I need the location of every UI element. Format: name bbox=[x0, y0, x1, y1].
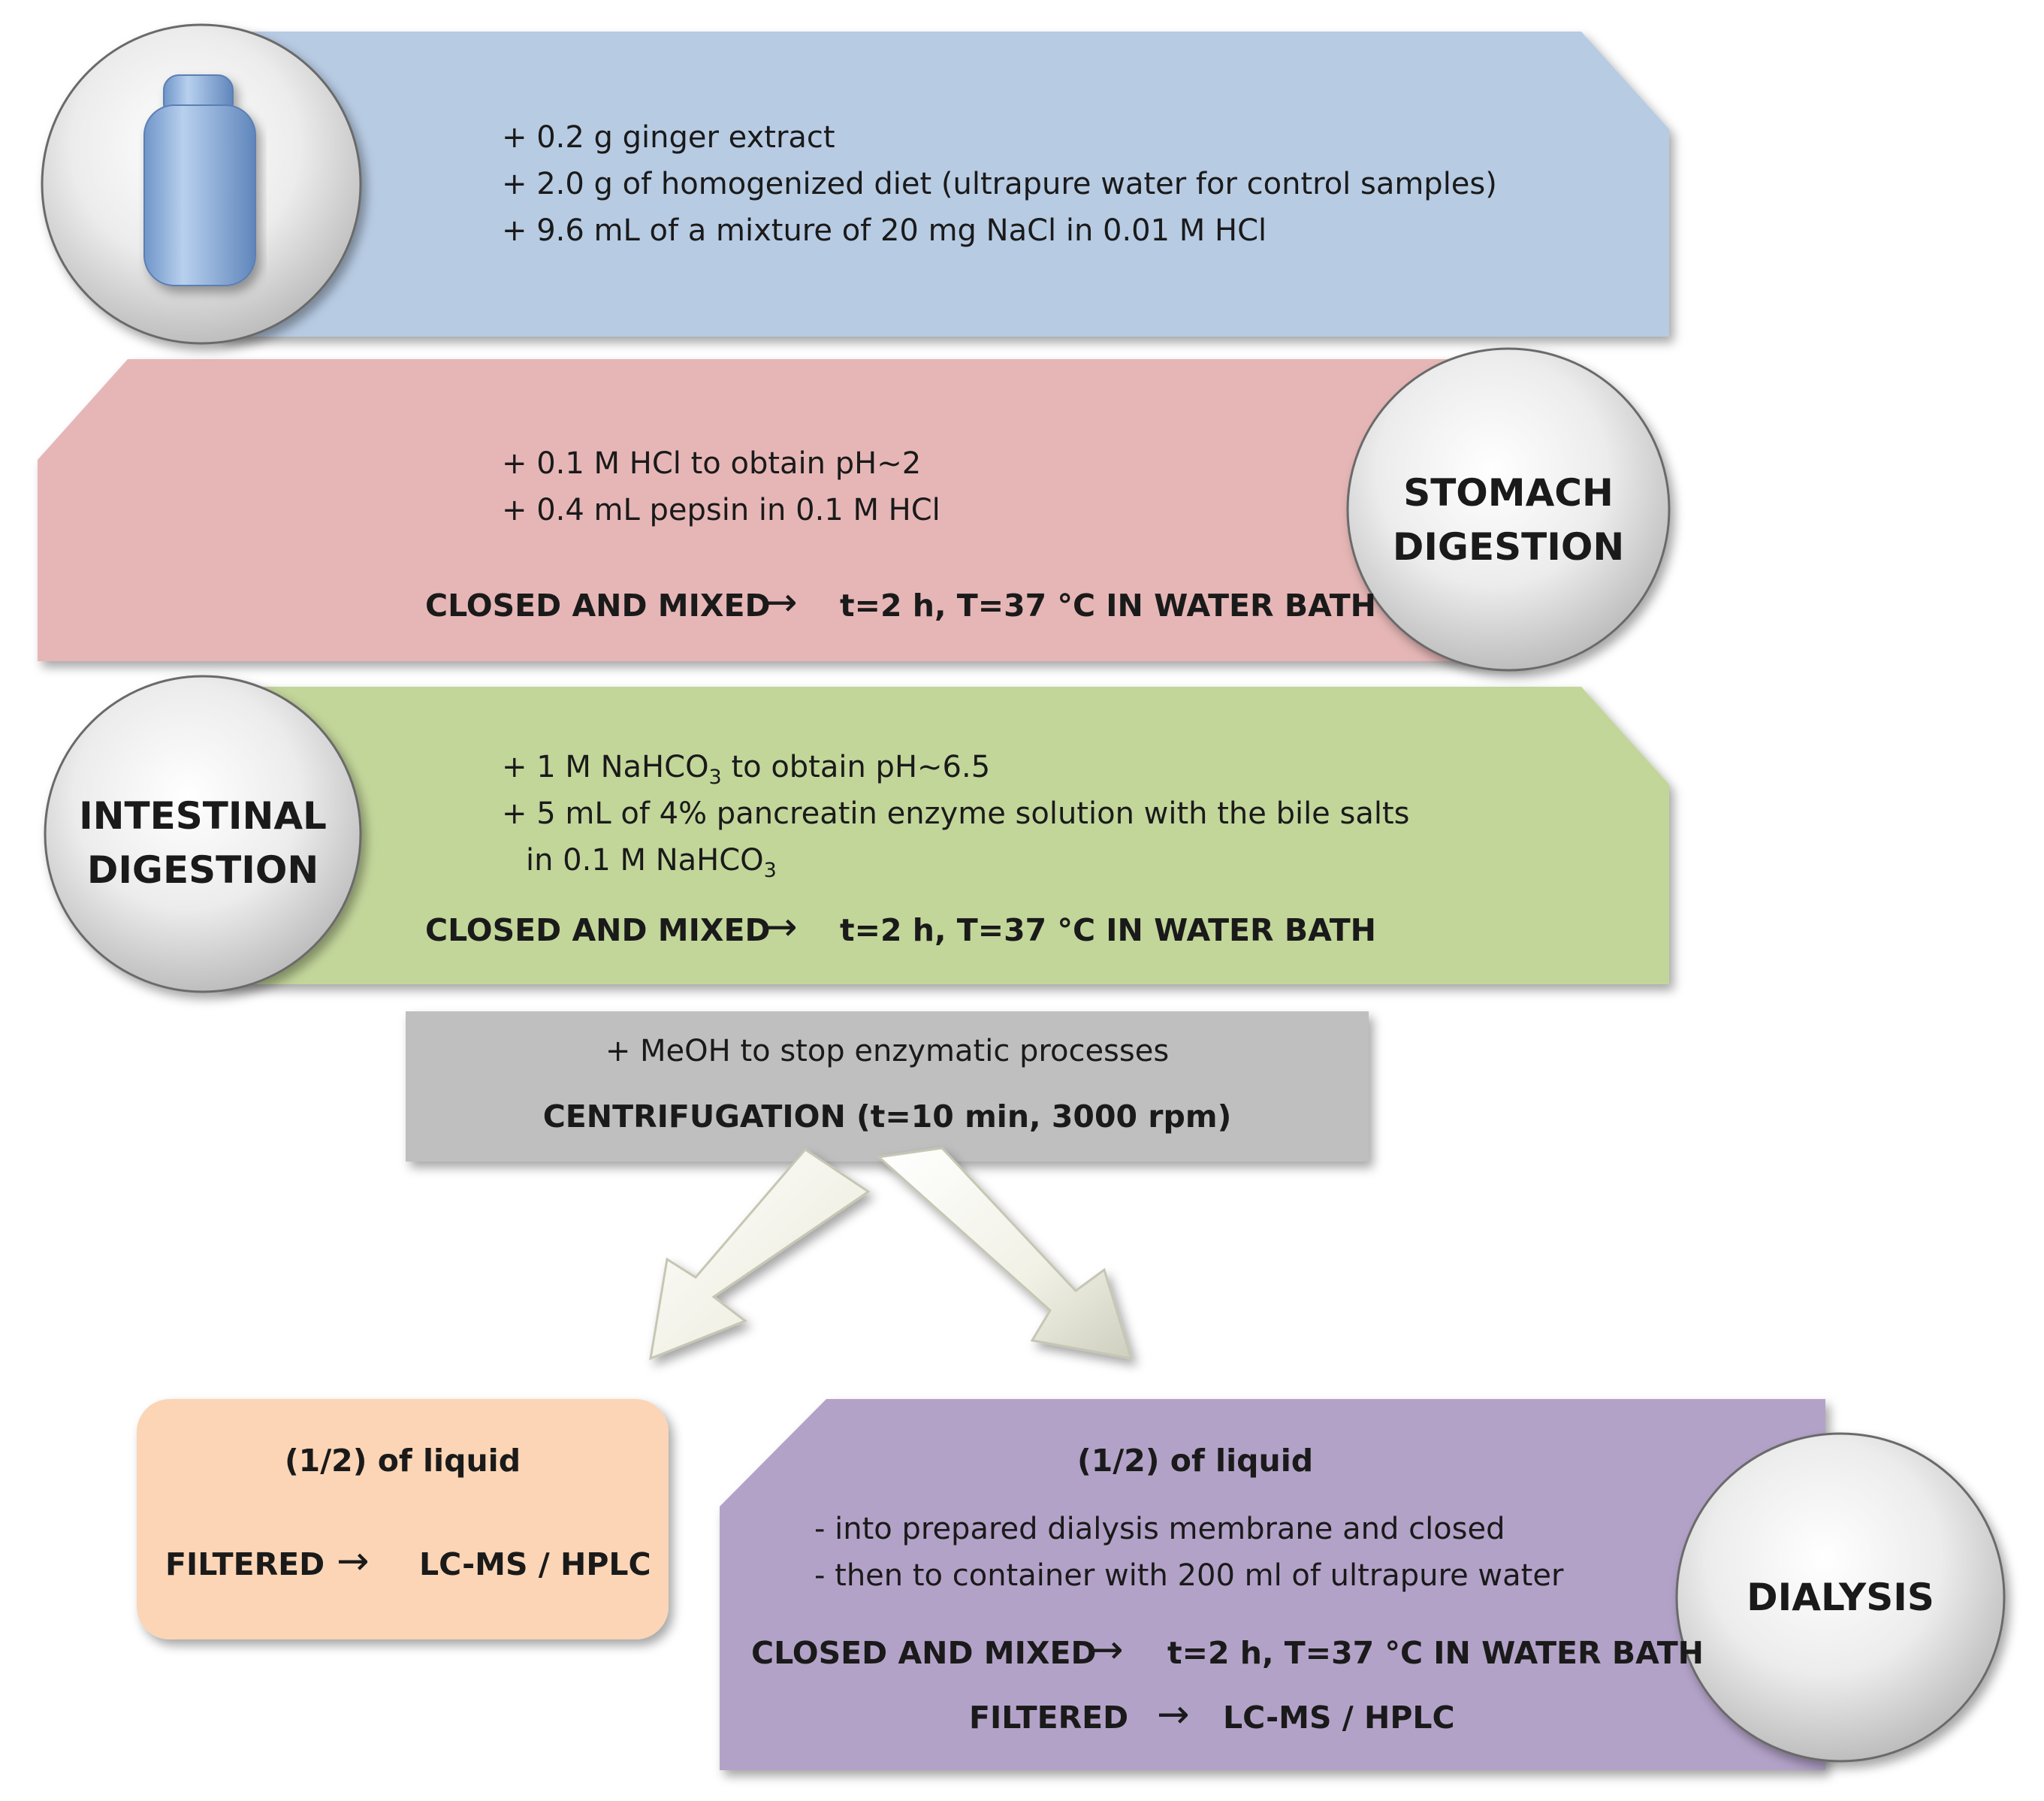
intestinal-title-line-1: INTESTINAL bbox=[79, 794, 327, 838]
dialysis-circle bbox=[1675, 1432, 2006, 1763]
intestinal-process-left: CLOSED AND MIXED bbox=[425, 912, 771, 948]
centrifuge-line-2: CENTRIFUGATION (t=10 min, 3000 rpm) bbox=[542, 1098, 1232, 1135]
right-branch-process1-right: t=2 h, T=37 °C IN WATER BATH bbox=[1167, 1635, 1704, 1671]
intestinal-process-right: t=2 h, T=37 °C IN WATER BATH bbox=[840, 912, 1376, 948]
dialysis-panel bbox=[720, 1399, 1825, 1770]
stomach-panel bbox=[38, 359, 1525, 661]
step1-line-3: + 9.6 mL of a mixture of 20 mg NaCl in 0… bbox=[502, 213, 1267, 248]
intestinal-title-line-2: DIGESTION bbox=[86, 848, 319, 892]
right-branch-line-1: - into prepared dialysis membrane and cl… bbox=[814, 1512, 1505, 1546]
dialysis-circle-label: DIALYSIS bbox=[1747, 1576, 1934, 1619]
step1-panel bbox=[218, 32, 1669, 337]
intestinal-process-arrow-icon: → bbox=[765, 905, 798, 950]
centrifuge-line-1: + MeOH to stop enzymatic processes bbox=[605, 1034, 1170, 1068]
intestinal-circle bbox=[44, 675, 362, 993]
intestinal-panel bbox=[218, 687, 1669, 984]
stomach-process-left: CLOSED AND MIXED bbox=[425, 588, 771, 624]
left-branch-process-right: LC-MS / HPLC bbox=[419, 1546, 651, 1582]
left-branch-title: (1/2) of liquid bbox=[284, 1443, 521, 1479]
left-branch-panel bbox=[137, 1399, 669, 1639]
stomach-process-right: t=2 h, T=37 °C IN WATER BATH bbox=[840, 588, 1376, 624]
right-branch-process2-arrow-icon: → bbox=[1157, 1692, 1190, 1737]
step1-line-2: + 2.0 g of homogenized diet (ultrapure w… bbox=[502, 167, 1497, 201]
step1-line-1: + 0.2 g ginger extract bbox=[502, 120, 835, 155]
arrow-down-left-icon bbox=[649, 1148, 871, 1361]
left-branch-arrow-icon: → bbox=[337, 1539, 370, 1584]
stomach-circle-label: STOMACH DIGESTION bbox=[1355, 466, 1662, 574]
right-branch-title: (1/2) of liquid bbox=[1077, 1443, 1314, 1479]
right-branch-process2-left: FILTERED bbox=[969, 1700, 1129, 1736]
centrifuge-panel bbox=[406, 1011, 1369, 1162]
stomach-line-2: + 0.4 mL pepsin in 0.1 M HCl bbox=[502, 493, 940, 527]
stomach-circle bbox=[1346, 347, 1671, 672]
stomach-process-arrow-icon: → bbox=[765, 580, 798, 625]
intestinal-circle-label: INTESTINAL DIGESTION bbox=[50, 789, 356, 897]
stomach-title-line-2: DIGESTION bbox=[1392, 525, 1625, 569]
right-branch-process2-right: LC-MS / HPLC bbox=[1223, 1700, 1455, 1736]
arrow-down-right-icon bbox=[876, 1147, 1134, 1360]
left-branch-process-left: FILTERED bbox=[165, 1546, 325, 1582]
intestinal-line-2: + 5 mL of 4% pancreatin enzyme solution … bbox=[502, 796, 1410, 831]
right-branch-process1-left: CLOSED AND MIXED bbox=[751, 1635, 1097, 1671]
intestinal-line-3: in 0.1 M NaHCO3 bbox=[526, 843, 777, 882]
right-branch-process1-arrow-icon: → bbox=[1091, 1627, 1124, 1673]
intestinal-line-1: + 1 M NaHCO3 to obtain pH~6.5 bbox=[502, 750, 991, 789]
stomach-line-1: + 0.1 M HCl to obtain pH~2 bbox=[502, 446, 922, 481]
bottle-icon bbox=[143, 74, 256, 286]
stomach-title-line-1: STOMACH bbox=[1403, 471, 1614, 515]
right-branch-line-2: - then to container with 200 ml of ultra… bbox=[814, 1558, 1564, 1593]
